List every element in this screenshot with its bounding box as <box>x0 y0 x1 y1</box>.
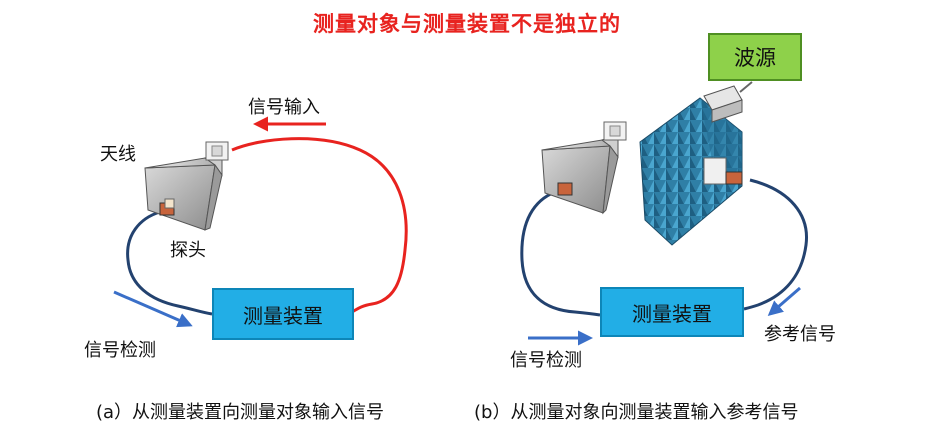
signal-detect-label-b: 信号检测 <box>510 350 582 371</box>
receiver-icon <box>703 157 743 185</box>
signal-input-label: 信号输入 <box>248 97 320 118</box>
detect-cable-blue <box>126 210 213 316</box>
reference-signal-label: 参考信号 <box>764 324 836 345</box>
wave-source-box: 波源 <box>708 33 802 81</box>
reference-cable <box>743 178 808 311</box>
measurement-device-b: 测量装置 <box>600 287 744 337</box>
horn-antenna-b-icon <box>541 121 627 215</box>
horn-antenna-icon <box>144 141 229 231</box>
source-feed-icon <box>703 81 753 123</box>
absorber-wall-icon <box>639 97 743 246</box>
panel-a-graphics <box>113 116 408 328</box>
figure-title: 测量对象与测量装置不是独立的 <box>313 12 621 36</box>
probe-label: 探头 <box>170 240 206 261</box>
measurement-device-a: 测量装置 <box>212 288 354 340</box>
input-cable-red <box>231 137 408 314</box>
caption-a: (a）从测量装置向测量对象输入信号 <box>96 402 385 423</box>
antenna-label: 天线 <box>100 144 136 165</box>
panel-b-graphics <box>520 81 808 346</box>
probe-icon <box>159 198 175 216</box>
detect-arrow <box>113 290 193 328</box>
signal-detect-label-a: 信号检测 <box>84 340 156 361</box>
detect-cable-b <box>520 190 601 317</box>
caption-b: (b）从测量对象向测量装置输入参考信号 <box>474 402 799 423</box>
reference-arrow <box>767 286 801 316</box>
